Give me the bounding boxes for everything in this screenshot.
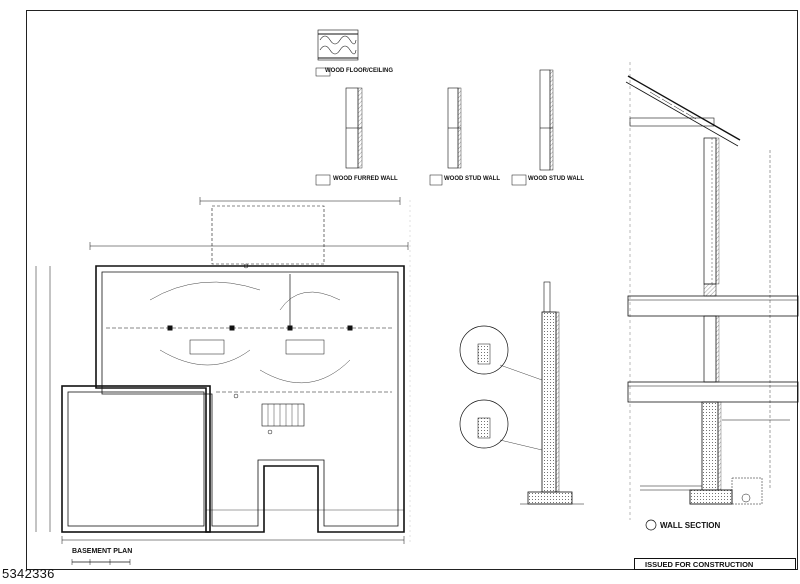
construction-stamp-box: ISSUED FOR CONSTRUCTION [634, 558, 796, 570]
wall-section-title: WALL SECTION [660, 521, 721, 530]
basement-plan-title: BASEMENT PLAN [72, 548, 133, 555]
wood-stud-wall-detail [429, 87, 462, 186]
wood-furred-wall-detail [315, 87, 363, 186]
construction-stamp: ISSUED FOR CONSTRUCTION [645, 560, 754, 569]
wall-section-detail [625, 62, 799, 531]
floor-ceiling-detail [315, 29, 359, 77]
stud-wall-title-2: WOOD STUD WALL [528, 176, 584, 182]
furred-wall-title: WOOD FURRED WALL [333, 176, 398, 182]
wood-stud-wall-detail-2 [511, 69, 554, 186]
stud-wall-title: WOOD STUD WALL [444, 176, 500, 182]
floor-ceiling-title: WOOD FLOOR/CEILING [325, 68, 393, 74]
basement-plan [35, 197, 409, 565]
listing-id: 5342336 [2, 566, 55, 581]
foundation-wall-detail [459, 281, 584, 505]
